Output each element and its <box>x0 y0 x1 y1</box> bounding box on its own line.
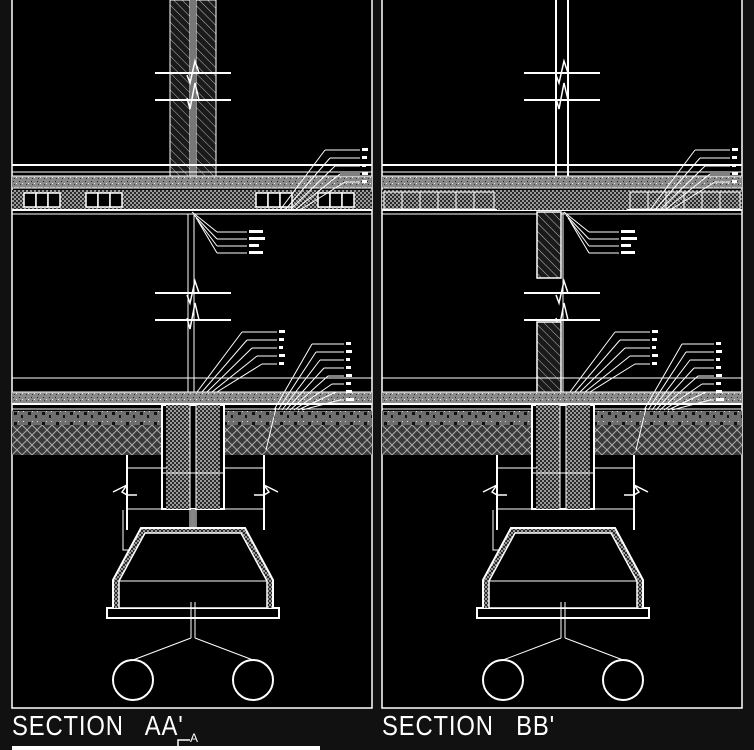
bottom-bar <box>12 746 320 750</box>
cursor-marker-icon <box>177 739 190 750</box>
section-bb-title: SECTION BB' <box>382 710 555 741</box>
section-aa-title: SECTION AA' <box>12 710 184 741</box>
section-bb-panel <box>381 0 743 709</box>
cursor-marker-label: A <box>190 731 199 745</box>
section-aa-panel <box>11 0 373 709</box>
